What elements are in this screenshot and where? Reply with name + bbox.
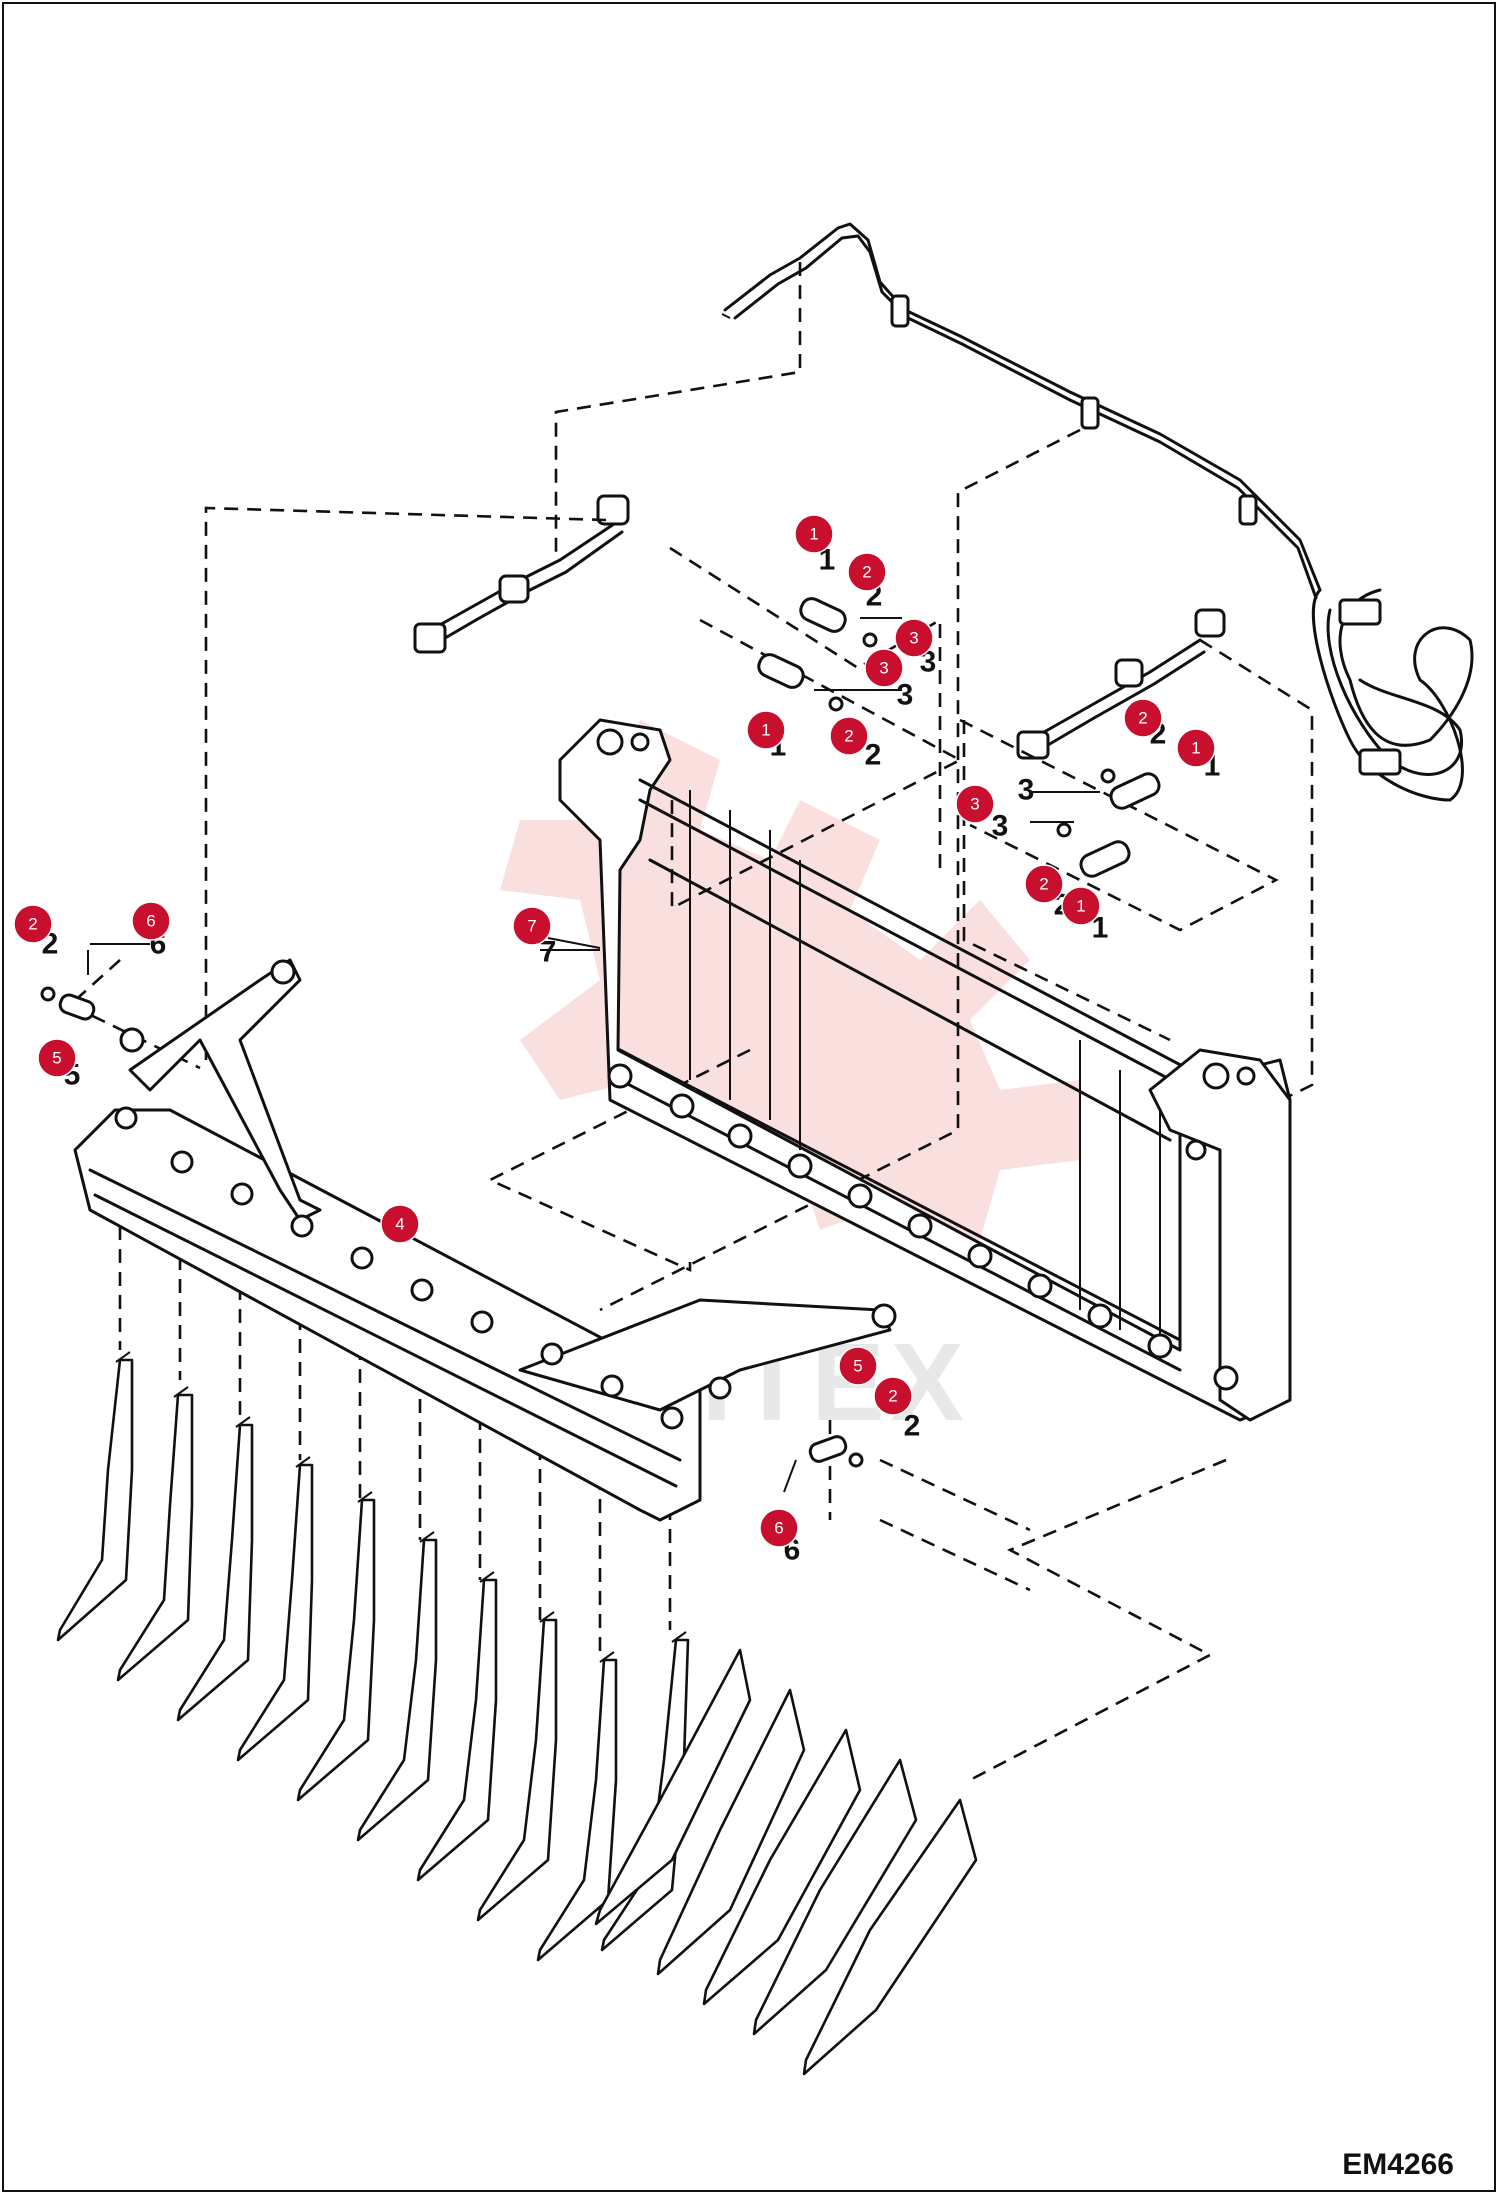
part-number: 1: [819, 544, 836, 577]
callout-1: 1: [1176, 728, 1216, 768]
part-number: 2: [904, 1410, 921, 1443]
svg-text:5: 5: [52, 1049, 61, 1068]
callout-5: 5: [37, 1038, 77, 1078]
mounting-frame: [540, 718, 1292, 1422]
svg-text:6: 6: [774, 1519, 783, 1538]
part-number: 2: [865, 739, 882, 772]
part-number: 1: [1092, 912, 1109, 945]
callout-1: 1: [794, 514, 834, 554]
svg-text:3: 3: [879, 659, 888, 678]
part-number: 3: [992, 810, 1009, 843]
callout-2: 2: [1024, 864, 1064, 904]
callout-2: 2: [1123, 698, 1163, 738]
figure-code: EM4266: [1342, 2148, 1454, 2181]
callout-2: 2: [873, 1376, 913, 1416]
svg-text:1: 1: [1076, 897, 1085, 916]
callout-1: 1: [1061, 886, 1101, 926]
callout-3: 3: [955, 784, 995, 824]
hydraulic-hose-assembly: [413, 222, 1474, 802]
callout-6: 6: [759, 1508, 799, 1548]
svg-text:7: 7: [527, 917, 536, 936]
svg-text:2: 2: [888, 1387, 897, 1406]
callout-2: 2: [13, 904, 53, 944]
part-number: 3: [1018, 774, 1035, 807]
callout-7: 7: [512, 906, 552, 946]
callout-2: 2: [829, 716, 869, 756]
svg-text:5: 5: [853, 1357, 862, 1376]
callout-1: 1: [746, 710, 786, 750]
svg-text:2: 2: [1138, 709, 1147, 728]
callout-2: 2: [847, 552, 887, 592]
watermark-gear: [500, 720, 1080, 1250]
svg-text:3: 3: [970, 795, 979, 814]
grapple-crossbar: [73, 958, 897, 1522]
part-number: 7: [540, 936, 557, 969]
callout-3: 3: [894, 618, 934, 658]
tines: [56, 1351, 978, 2076]
svg-text:2: 2: [28, 915, 37, 934]
callout-6: 6: [131, 901, 171, 941]
callout-5: 5: [838, 1346, 878, 1386]
callout-4: 4: [380, 1204, 420, 1244]
svg-text:1: 1: [809, 525, 818, 544]
svg-text:2: 2: [862, 563, 871, 582]
svg-text:4: 4: [395, 1215, 404, 1234]
part-number: 3: [897, 679, 914, 712]
callout-3: 3: [864, 648, 904, 688]
svg-text:2: 2: [1039, 875, 1048, 894]
svg-text:1: 1: [1191, 739, 1200, 758]
pins-and-fasteners: [40, 597, 1161, 1493]
svg-text:6: 6: [146, 912, 155, 931]
svg-text:3: 3: [909, 629, 918, 648]
svg-text:2: 2: [844, 727, 853, 746]
svg-text:1: 1: [761, 721, 770, 740]
